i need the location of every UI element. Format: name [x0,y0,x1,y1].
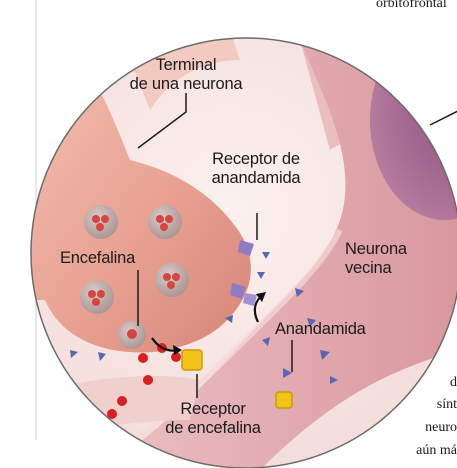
label-anandamida: Anandamida [275,320,366,339]
label-receptor-anandamida-line1: Receptor de [190,150,322,169]
label-encefalina: Encefalina [60,249,135,268]
label-terminal-line2: de una neurona [112,75,260,94]
leader-zoom [430,110,457,125]
label-terminal-line1: Terminal [112,56,260,75]
label-receptor-encefalina: Receptor de encefalina [147,400,279,438]
vesicle [84,205,118,239]
side-text-line: d [450,373,457,393]
label-receptor-encefalina-line1: Receptor [147,400,279,419]
label-neurona-vecina-line2: vecina [345,259,407,278]
vesicle [80,280,114,314]
side-text-line: aún má [416,441,457,461]
side-text-top: orbitofrontal [376,0,447,14]
vesicle [118,321,146,349]
label-receptor-anandamida-line2: anandamida [190,169,322,188]
side-text-line: sínt [437,395,457,415]
vesicle [155,263,189,297]
label-neurona-vecina-line1: Neurona [345,240,407,259]
label-neurona-vecina: Neurona vecina [345,240,407,278]
vesicle [148,205,182,239]
label-receptor-encefalina-line2: de encefalina [147,419,279,438]
label-terminal: Terminal de una neurona [112,56,260,94]
label-receptor-anandamida: Receptor de anandamida [190,150,322,188]
side-text-line: neuro [425,418,457,438]
